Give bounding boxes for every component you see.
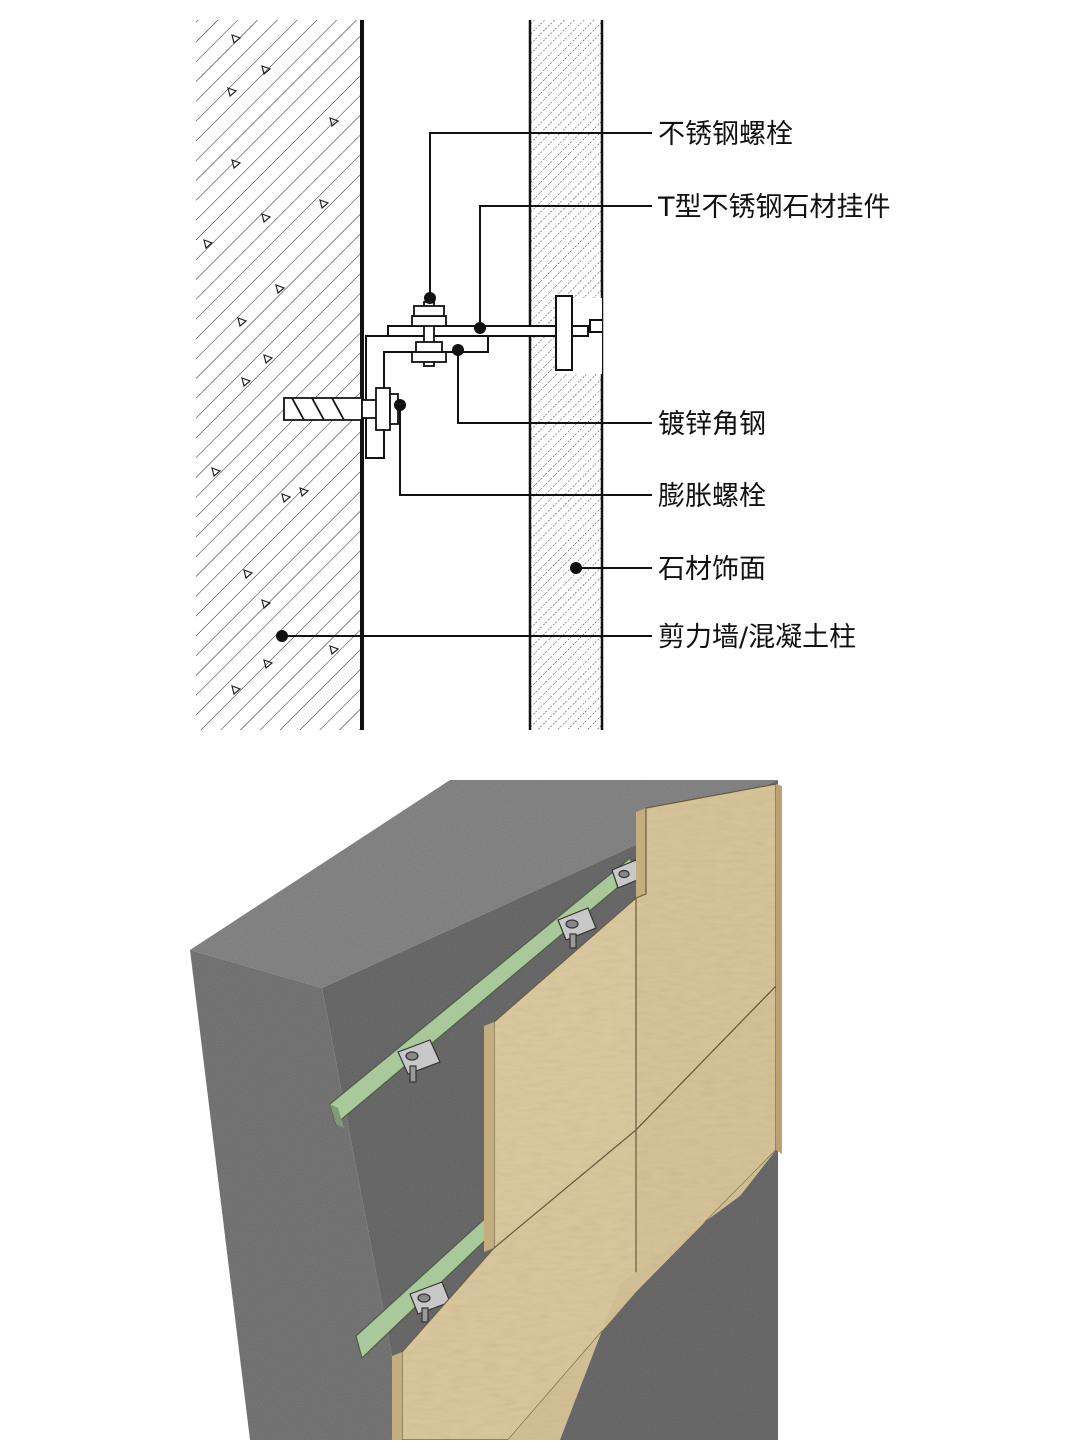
stone-cladding: [392, 783, 782, 1441]
label-shear-wall: 剪力墙/混凝土柱: [658, 622, 856, 653]
stone-panel: [508, 1150, 776, 1440]
label-stainless-bolt: 不锈钢螺栓: [658, 119, 793, 150]
isometric-render: [190, 780, 782, 1441]
stainless-bolt: [411, 301, 447, 367]
expansion-bolt: [283, 387, 399, 431]
wall-top-face: [190, 780, 778, 988]
t-hanger: [387, 295, 589, 371]
wall-left-face: [190, 950, 408, 1440]
galvanized-angle: [365, 335, 489, 459]
section-detail-drawing: 不锈钢螺栓 T型不锈钢石材挂件 镀锌角钢 膨胀螺栓 石材饰面 剪力墙/混凝土柱: [196, 20, 891, 730]
aggregate-marks: [203, 34, 340, 696]
label-expansion-bolt: 膨胀螺栓: [658, 481, 766, 512]
shear-wall-section: [196, 20, 364, 730]
stone-finish-section: [528, 20, 604, 730]
label-t-hanger: T型不锈钢石材挂件: [657, 192, 891, 223]
clip-bracket: [397, 1039, 441, 1083]
leader-lines: [282, 132, 652, 637]
leader-dots: [276, 292, 582, 642]
label-stone-finish: 石材饰面: [658, 554, 766, 585]
label-galvanized-angle: 镀锌角钢: [658, 409, 766, 440]
clip-bracket: [557, 907, 597, 949]
